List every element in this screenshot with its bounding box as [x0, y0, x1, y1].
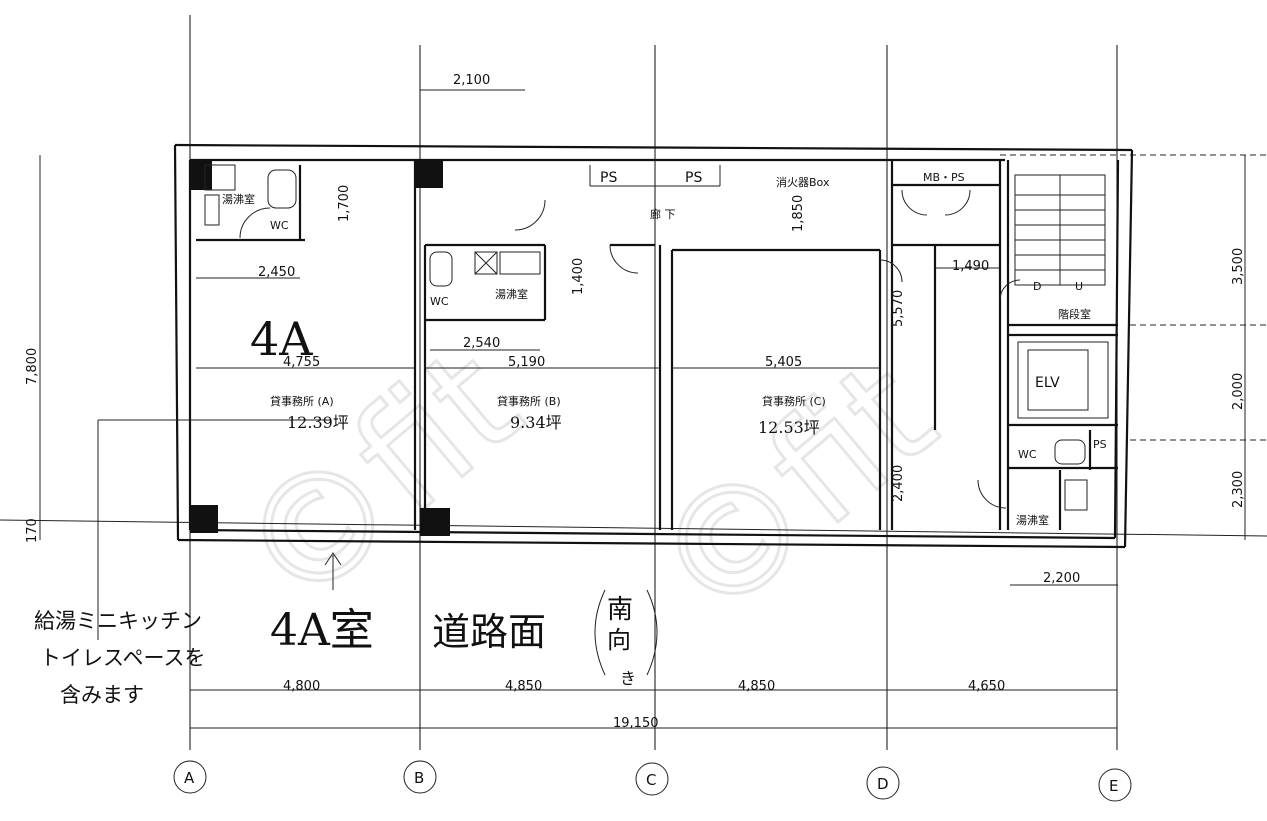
dim-2300: 2,300: [1231, 471, 1246, 508]
south-char-1: 南: [607, 595, 633, 625]
dim-5405: 5,405: [765, 355, 802, 370]
mb-ps-label: MB・PS: [923, 171, 965, 184]
ps-e-label: PS: [1093, 438, 1107, 451]
dim-2100: 2,100: [453, 73, 490, 88]
grid-bubble-e: [1098, 768, 1132, 802]
span-d-e: 4,650: [968, 679, 1005, 694]
total-width: 19,150: [613, 716, 659, 731]
watermark-text-2: ©fit: [622, 328, 966, 656]
dim-2000: 2,000: [1231, 373, 1246, 410]
elevator-label: ELV: [1035, 375, 1060, 391]
dim-7800: 7,800: [25, 348, 40, 385]
note-line-2: トイレスペースを: [40, 646, 205, 670]
dim-4755: 4,755: [283, 355, 320, 370]
grid-bubble-a: [173, 760, 207, 794]
note-line-1: 給湯ミニキッチン: [34, 609, 202, 633]
kitchenette-b-label: 湯沸室: [495, 287, 528, 301]
note-line-3: 含みます: [60, 683, 144, 707]
grid-label-a: A: [184, 769, 195, 787]
dimension-lines: [39, 89, 1246, 729]
area-c: 12.53坪: [758, 418, 820, 437]
corridor-label: 廊 下: [650, 207, 676, 221]
grid-bubble-b: [403, 760, 437, 794]
wc-e-label: WC: [1018, 448, 1037, 461]
handwritten-notes: 4A 12.39坪 9.34坪 12.53坪 4A室 道路面 南 向 き 給湯ミ…: [34, 312, 820, 707]
dim-3500: 3,500: [1231, 248, 1246, 285]
dim-5570: 5,570: [891, 290, 906, 327]
extinguisher-box-label: 消火器Box: [776, 175, 830, 189]
dim-170: 170: [25, 518, 40, 543]
ps-label-2: PS: [685, 170, 702, 186]
road-side-label: 道路面: [432, 610, 546, 654]
area-b: 9.34坪: [510, 413, 562, 432]
stair-room-label: 階段室: [1058, 307, 1091, 321]
grid-bubble-c: [635, 762, 669, 796]
grid-label-e: E: [1109, 777, 1118, 795]
grid-bubbles: A B C D E: [173, 760, 1132, 802]
grid-label-b: B: [414, 769, 424, 787]
office-b-label: 貸事務所 (B): [497, 394, 561, 408]
office-c-label: 貸事務所 (C): [762, 394, 826, 408]
fixtures: [204, 164, 1109, 590]
span-c-d: 4,850: [738, 679, 775, 694]
span-a-b: 4,800: [283, 679, 320, 694]
grid-label-c: C: [646, 771, 656, 789]
dim-2540: 2,540: [463, 336, 500, 351]
dim-1400: 1,400: [571, 258, 586, 295]
dimension-labels: 2,100 7,800 1,700 2,450 1,400 2,540 4,75…: [25, 73, 1246, 731]
unit-4a-title: 4A: [250, 312, 313, 366]
dim-2450: 2,450: [258, 265, 295, 280]
interior-walls: [196, 160, 1118, 530]
kitchenette-a-label: 湯沸室: [222, 192, 255, 206]
wc-b-label: WC: [430, 295, 449, 308]
dim-2200: 2,200: [1043, 571, 1080, 586]
office-a-label: 貸事務所 (A): [270, 394, 334, 408]
room-4a-label: 4A室: [270, 605, 374, 656]
grid-label-d: D: [877, 775, 889, 793]
area-a: 12.39坪: [287, 413, 349, 432]
wc-a-label: WC: [270, 219, 289, 232]
grid-bubble-d: [866, 766, 900, 800]
dim-5190: 5,190: [508, 355, 545, 370]
dim-2400: 2,400: [891, 465, 906, 502]
stair-up-label: U: [1075, 280, 1083, 293]
south-char-3: き: [620, 669, 636, 688]
dim-1700: 1,700: [337, 185, 352, 222]
dim-1850: 1,850: [791, 195, 806, 232]
south-char-2: 向: [607, 626, 631, 654]
stair-down-label: D: [1033, 280, 1041, 293]
room-labels: PS PS 消火器Box MB・PS 廊 下 WC 湯沸室 WC 湯沸室 階段室…: [222, 170, 1107, 527]
ps-label-1: PS: [600, 170, 617, 186]
kitchenette-e-label: 湯沸室: [1016, 513, 1049, 527]
dim-1490: 1,490: [952, 259, 989, 274]
span-b-c: 4,850: [505, 679, 542, 694]
